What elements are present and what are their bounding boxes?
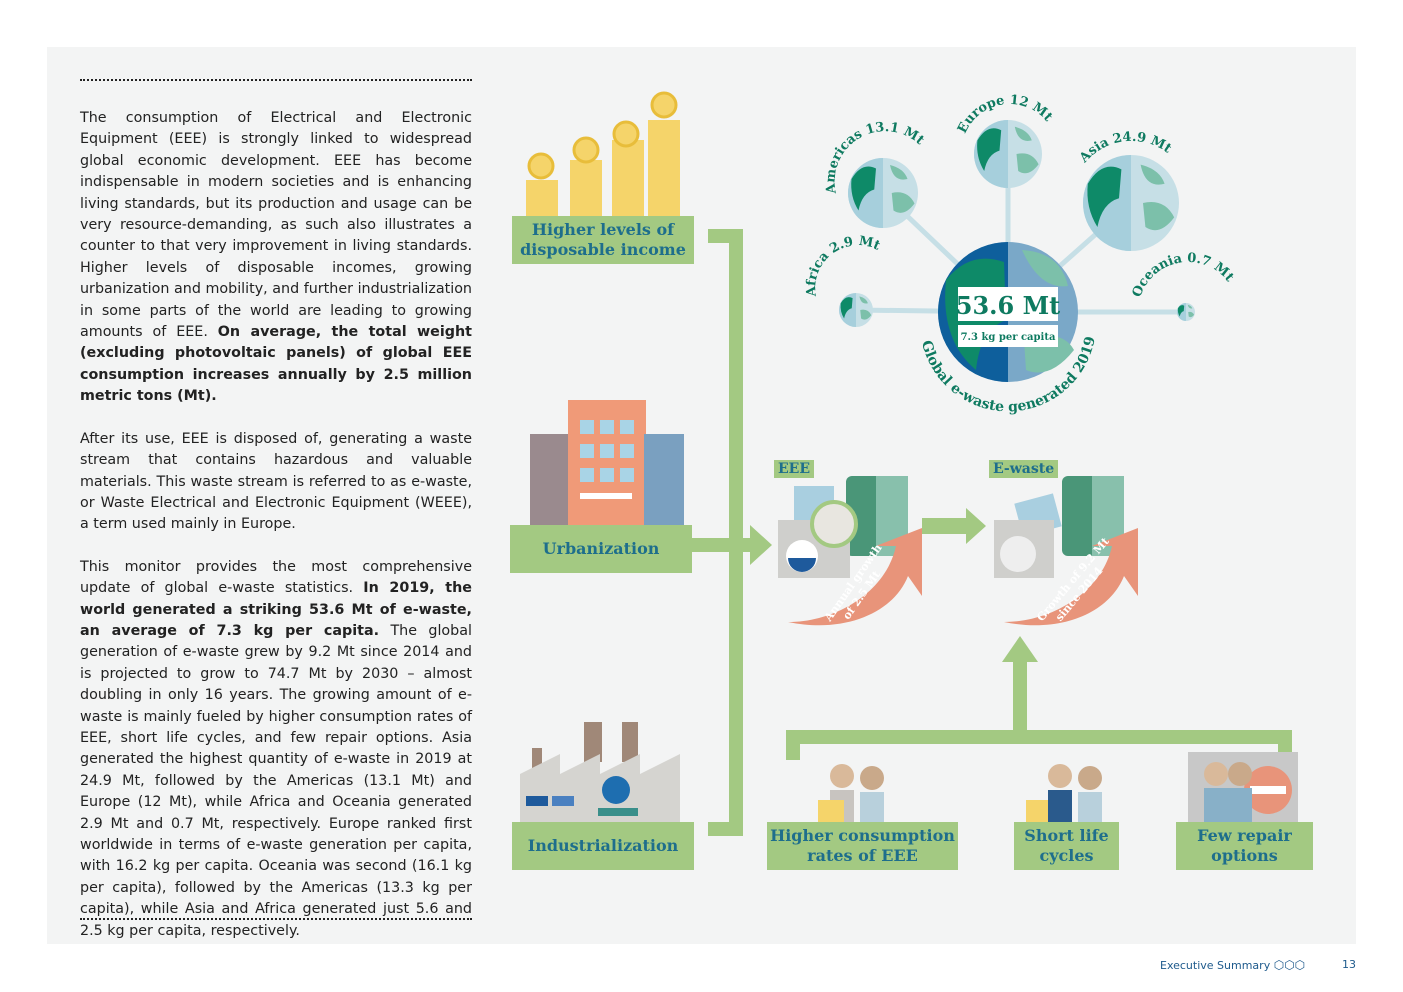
- connector: [729, 229, 743, 836]
- per-capita-value: 7.3 kg per capita: [961, 332, 1056, 343]
- driver-urbanization: Urbanization: [510, 525, 692, 573]
- driver-income: Higher levels of disposable income: [512, 216, 694, 264]
- label-oceania: Oceania 0.7 Mt: [1130, 251, 1237, 300]
- paragraph-2: After its use, EEE is disposed of, gener…: [80, 430, 472, 533]
- paragraph-3: This monitor provides the most comprehen…: [80, 557, 472, 942]
- people-illustration: [818, 764, 884, 824]
- ewaste-tag: E-waste: [989, 460, 1059, 478]
- globe-asia: [1083, 155, 1179, 251]
- globe-africa: [839, 293, 873, 327]
- divider-top: [80, 79, 472, 81]
- hexagon-icons: ⬡⬡⬡: [1273, 958, 1306, 972]
- globe-europe: [974, 120, 1042, 188]
- globe-total: 53.6 Mt 7.3 kg per capita: [938, 242, 1078, 382]
- divider-bottom: [80, 918, 472, 920]
- driver-consumption: Higher consumption rates of EEE: [767, 822, 958, 870]
- driver-industrialization: Industrialization: [512, 822, 694, 870]
- page-number: 13: [1342, 958, 1356, 971]
- arrow-right-icon: [750, 525, 772, 565]
- connector: [786, 730, 800, 760]
- connector: [1013, 660, 1027, 740]
- connector: [708, 822, 743, 836]
- bold-text: In 2019, the world generated a striking …: [80, 580, 472, 639]
- eee-appliances-illustration: Annual growthof 2.5 Mt: [778, 476, 922, 626]
- body-text: The consumption of Electrical and Electr…: [80, 108, 472, 963]
- eee-tag: EEE: [774, 460, 815, 478]
- driver-repair: Few repair options: [1176, 822, 1313, 870]
- footer-section: Executive Summary ⬡⬡⬡: [1160, 958, 1305, 972]
- buildings-illustration: [530, 400, 684, 526]
- connector: [692, 538, 752, 552]
- ewaste-appliances-illustration: Growth of 9.2 Mtsince 2014: [994, 476, 1138, 626]
- section-name: Executive Summary: [1160, 959, 1271, 972]
- paragraph-1: The consumption of Electrical and Electr…: [80, 108, 472, 408]
- coins-illustration: [526, 91, 680, 216]
- total-value: 53.6 Mt: [956, 291, 1060, 320]
- bold-text: On average, the total weight (excluding …: [80, 324, 473, 405]
- globe-oceania: [1177, 303, 1195, 321]
- people-illustration: [1026, 764, 1102, 824]
- globe-americas: [848, 158, 918, 228]
- label-africa: Africa 2.9 Mt: [804, 234, 882, 298]
- text: This monitor provides the most comprehen…: [80, 558, 472, 597]
- connector: [786, 730, 1292, 744]
- repair-illustration: [1188, 752, 1298, 822]
- text: The consumption of Electrical and Electr…: [80, 110, 472, 341]
- text: The global generation of e-waste grew by…: [80, 622, 472, 939]
- arrow-right-icon: [922, 508, 986, 544]
- factory-illustration: [520, 722, 680, 822]
- driver-short-life: Short life cycles: [1014, 822, 1119, 870]
- arrow-up-icon: [1002, 636, 1038, 662]
- globe-chart: 53.6 Mt 7.3 kg per capita Americas 13.1 …: [804, 93, 1237, 416]
